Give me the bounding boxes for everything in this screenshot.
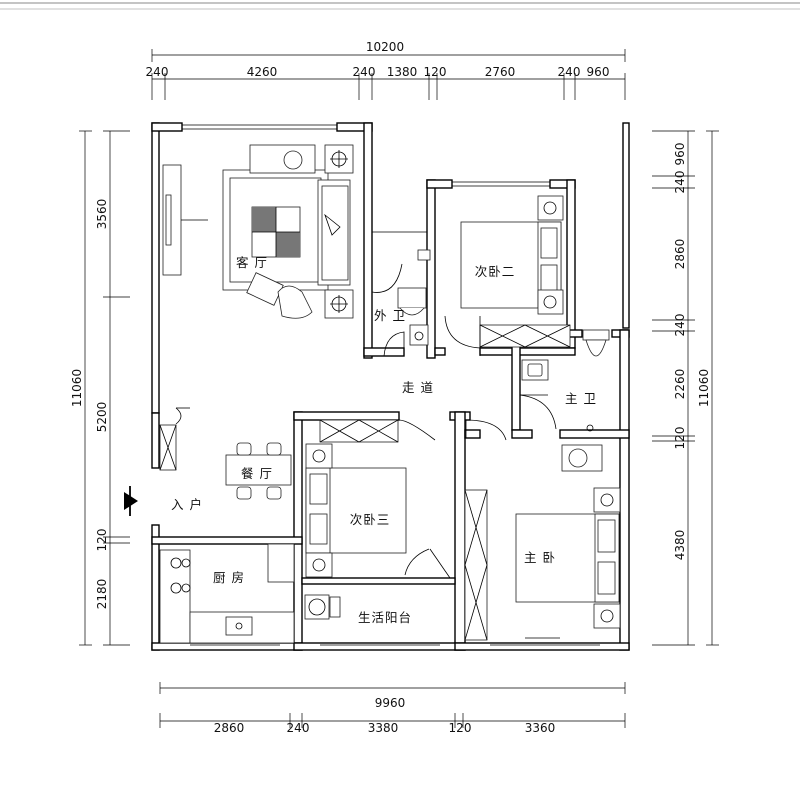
top-dim-5: 120 [424, 65, 447, 79]
left-dim-4: 2180 [95, 579, 109, 610]
right-dim-7: 4380 [673, 530, 687, 561]
label-bedroom3: 次卧三 [350, 512, 391, 527]
bottom-dim-2: 240 [287, 721, 310, 735]
entry-marker [124, 486, 138, 516]
top-dim-3: 240 [353, 65, 376, 79]
label-bedroom2: 次卧二 [475, 264, 516, 279]
right-dim-3: 2860 [673, 239, 687, 270]
top-dim-2: 4260 [247, 65, 278, 79]
label-living-room: 客 厅 [236, 255, 268, 270]
label-entry: 入 户 [171, 497, 203, 512]
right-dim-6: 120 [673, 427, 687, 450]
right-dim-2: 240 [673, 171, 687, 194]
right-dimensions: 11060 960 240 2860 240 2260 120 4380 [652, 130, 719, 646]
room-labels: 客 厅 外 卫 次卧二 走 道 主 卫 餐 厅 入 户 次卧三 主 卧 厨 房 … [171, 255, 597, 625]
left-dim-3: 120 [95, 529, 109, 552]
balcony-fixtures [304, 594, 341, 620]
left-dim-1: 3560 [95, 199, 109, 230]
right-total-dim: 11060 [697, 369, 711, 407]
right-dim-1: 960 [673, 143, 687, 166]
master-bath-fixtures [519, 329, 610, 432]
outer-bath-fixtures [371, 231, 431, 357]
top-total-dim: 10200 [366, 40, 404, 54]
right-dim-5: 2260 [673, 369, 687, 400]
bedroom2-furniture [444, 195, 571, 356]
top-dimensions: 10200 240 4260 240 1380 120 2760 240 960 [146, 40, 626, 100]
bedroom3-furniture [305, 419, 451, 579]
label-master-bath: 主 卫 [565, 391, 597, 406]
bottom-dim-3: 3380 [368, 721, 399, 735]
bottom-dim-1: 2860 [214, 721, 245, 735]
left-dimensions: 11060 3560 5200 120 2180 [70, 130, 130, 646]
corridor-doors [398, 419, 507, 441]
triangle-arrow-icon [124, 492, 138, 510]
label-master-bedroom: 主 卧 [524, 550, 556, 565]
left-total-dim: 11060 [70, 369, 84, 407]
label-dining: 餐 厅 [241, 466, 273, 481]
left-dim-2: 5200 [95, 402, 109, 433]
top-dim-1: 240 [146, 65, 169, 79]
top-dim-6: 2760 [485, 65, 516, 79]
label-kitchen: 厨 房 [213, 570, 245, 585]
top-dim-4: 1380 [387, 65, 418, 79]
top-dim-7: 240 [558, 65, 581, 79]
bottom-dim-5: 3360 [525, 721, 556, 735]
kitchen-fixtures [159, 543, 295, 644]
living-room-furniture [162, 144, 354, 319]
top-dim-8: 960 [587, 65, 610, 79]
bottom-total-dim: 9960 [375, 696, 406, 710]
dining-furniture [159, 407, 292, 500]
master-bedroom-furniture [464, 444, 621, 641]
bottom-dim-4: 120 [449, 721, 472, 735]
bottom-dimensions: 9960 2860 240 3380 120 3360 [159, 682, 626, 735]
label-balcony: 生活阳台 [358, 610, 412, 625]
right-dim-4: 240 [673, 314, 687, 337]
label-outer-bath: 外 卫 [374, 308, 406, 323]
label-corridor: 走 道 [402, 380, 434, 395]
